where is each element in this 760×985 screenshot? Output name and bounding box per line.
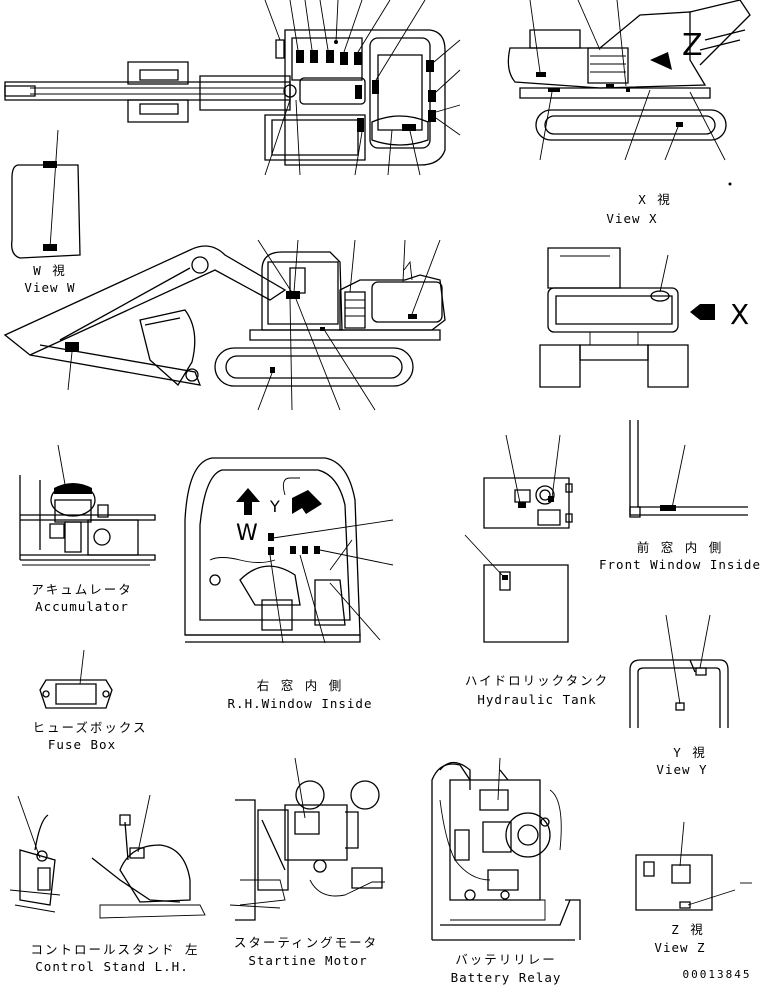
top-view-leaders (265, 0, 460, 175)
accumulator-detail (20, 445, 155, 565)
view-y-detail (630, 615, 728, 728)
hydraulic-tank-detail (465, 435, 572, 642)
hydraulic-tank-label-jp: ハイドロリックタンク (464, 673, 610, 688)
battery-relay-label-en: Battery Relay (450, 970, 562, 985)
view-x-marker-z: Z (682, 28, 703, 63)
side-view-machine (5, 240, 445, 410)
side-view-leaders (68, 240, 440, 410)
rear-view-machine: X (540, 248, 749, 387)
front-window-label-en: Front Window Inside (599, 557, 760, 572)
control-stand-label-en: Control Stand L.H. (35, 959, 189, 974)
view-x-label-en: View X (606, 211, 658, 226)
starting-motor-label-en: Startine Motor (248, 953, 368, 968)
drawing-number: 00013845 (682, 968, 752, 981)
rh-window-label-jp: 右 窓 内 側 (256, 678, 344, 693)
control-stand-detail (10, 795, 205, 918)
rh-window-label-en: R.H.Window Inside (227, 696, 373, 711)
view-x-machine: Z (508, 0, 750, 186)
top-view-decals (296, 40, 436, 132)
hydraulic-tank-label-en: Hydraulic Tank (477, 692, 597, 707)
fuse-box-label-jp: ヒューズボックス (32, 720, 148, 735)
view-y-label-en: View Y (656, 762, 708, 777)
starting-motor-label-jp: スターティングモータ (233, 935, 379, 950)
top-view-machine (5, 0, 460, 175)
rh-window-marker-w: W (236, 521, 258, 546)
view-z-detail (636, 822, 752, 910)
view-w-label-jp: W 視 (33, 263, 67, 278)
fuse-box-detail (40, 650, 112, 708)
accumulator-label-en: Accumulator (35, 599, 129, 614)
control-stand-label-jp: コントロールスタンド 左 (30, 942, 200, 957)
view-x-leaders (530, 0, 725, 160)
battery-relay-label-jp: バッテリリレー (455, 952, 557, 967)
view-w-window (12, 130, 80, 258)
view-y-label-jp: Y 視 (673, 745, 707, 760)
battery-relay-detail (432, 758, 580, 940)
rh-window-marker-y: Y (269, 497, 280, 516)
front-window-detail (630, 420, 748, 517)
front-window-label-jp: 前 窓 内 側 (636, 540, 724, 555)
accumulator-label-jp: アキュムレータ (31, 582, 133, 597)
rh-window-detail: W Y (185, 458, 393, 643)
view-w-label-en: View W (24, 280, 76, 295)
rh-window-leaders (270, 520, 393, 643)
view-z-label-jp: Z 視 (671, 922, 705, 937)
starting-motor-detail (230, 758, 385, 920)
view-x-label-jp: X 視 (638, 192, 672, 207)
view-z-label-en: View Z (654, 940, 706, 955)
fuse-box-label-en: Fuse Box (47, 737, 117, 752)
rear-view-marker-x: X (730, 298, 749, 331)
